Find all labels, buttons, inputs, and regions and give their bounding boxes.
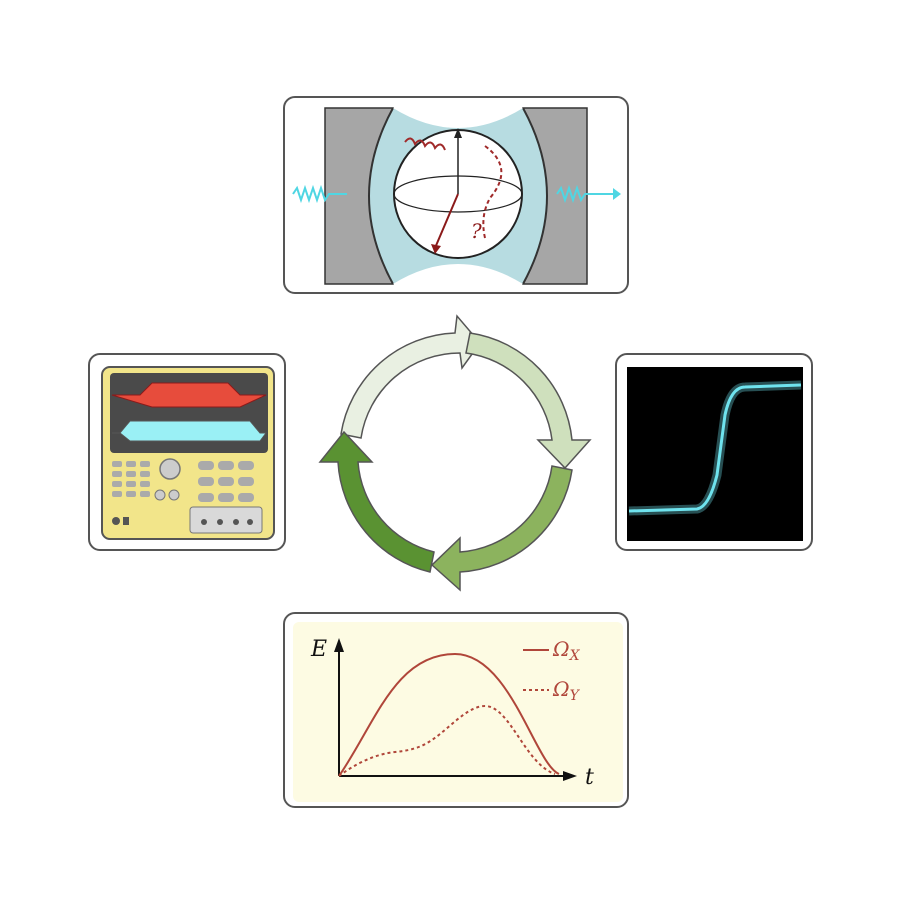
x-axis-label: t — [585, 765, 594, 790]
bloch-sphere: ? — [393, 128, 523, 259]
plot-background — [293, 622, 623, 802]
legend-omega-y: ΩY — [552, 677, 581, 704]
generator-small-knob — [154, 489, 166, 501]
right-mirror-surface — [522, 107, 548, 285]
oscilloscope-panel — [615, 353, 813, 551]
generator-logo — [112, 517, 129, 525]
signal-trace — [628, 383, 802, 513]
cycle-arrow-1 — [340, 314, 481, 439]
output-connectors — [201, 519, 253, 525]
cycle-arrow-2 — [465, 332, 592, 470]
oscilloscope-screen — [627, 367, 803, 541]
incoming-photon-wave — [292, 184, 347, 204]
cycle-arrow-4 — [318, 430, 435, 573]
y-axis-arrowhead — [334, 638, 344, 652]
pulse-plot: E t ΩX ΩY — [293, 622, 623, 802]
outgoing-photon-wave — [556, 184, 613, 204]
waveform-generator-illustration — [101, 366, 275, 540]
generator-dial-knob — [159, 458, 181, 480]
outgoing-photon-arrowhead — [613, 188, 621, 200]
mode-waist-top — [393, 108, 523, 128]
cavity-panel: ? — [283, 96, 629, 294]
left-mirror-surface — [368, 107, 394, 285]
red-pulse-envelope — [111, 382, 267, 408]
question-mark-label: ? — [471, 219, 482, 243]
output-connector-panel — [189, 506, 263, 534]
omega-x-curve — [338, 652, 560, 777]
cavity-illustration: ? — [292, 107, 621, 285]
generator-small-knob — [168, 489, 180, 501]
legend-omega-x: ΩX — [552, 637, 581, 664]
cycle-arrow-3 — [430, 465, 573, 592]
y-axis-label: E — [310, 637, 327, 662]
omega-y-curve — [338, 704, 556, 777]
generator-panel — [88, 353, 286, 551]
keypad-buttons — [112, 461, 254, 502]
x-axis-arrowhead — [563, 771, 577, 781]
cyan-pulse-envelope — [112, 420, 267, 442]
oscilloscope-illustration — [627, 367, 803, 541]
pulse-plot-panel: E t ΩX ΩY — [283, 612, 629, 808]
mode-waist-bottom — [393, 264, 523, 284]
